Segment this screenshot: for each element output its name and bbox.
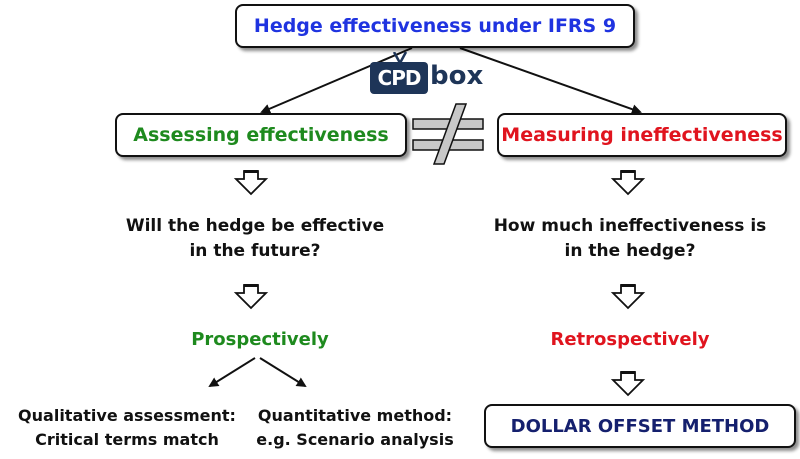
left-question: Will the hedge be effective in the futur… — [110, 214, 400, 264]
retrospectively-label: Retrospectively — [550, 329, 710, 350]
down-arrow-icon — [610, 284, 646, 310]
down-arrow-icon — [233, 284, 269, 310]
left-question-line1: Will the hedge be effective — [125, 216, 385, 236]
assessing-effectiveness-box: Assessing effectiveness — [115, 113, 407, 157]
down-arrow-icon — [610, 371, 646, 397]
measuring-ineffectiveness-label: Measuring ineffectiveness — [501, 124, 783, 146]
connector-to-qualitative — [208, 357, 256, 388]
qualitative-line1: Qualitative assessment: — [18, 406, 236, 425]
qualitative-assessment: Qualitative assessment: Critical terms m… — [2, 404, 252, 452]
right-question: How much ineffectiveness is in the hedge… — [485, 214, 775, 264]
quantitative-line2: e.g. Scenario analysis — [256, 430, 454, 449]
right-question-line2: in the hedge? — [564, 241, 696, 261]
logo-cpd-text: CPD — [370, 62, 428, 94]
qualitative-line2: Critical terms match — [35, 430, 219, 449]
cpdbox-logo: CPD box — [370, 52, 483, 102]
connector-title-to-measuring — [459, 47, 642, 115]
quantitative-line1: Quantitative method: — [257, 406, 453, 425]
title-box: Hedge effectiveness under IFRS 9 — [235, 4, 635, 48]
quantitative-method: Quantitative method: e.g. Scenario analy… — [250, 404, 460, 452]
down-arrow-icon — [233, 170, 269, 196]
prospectively-label: Prospectively — [191, 329, 329, 350]
left-question-line2: in the future? — [189, 241, 321, 261]
measuring-ineffectiveness-box: Measuring ineffectiveness — [497, 113, 787, 157]
connector-to-quantitative — [259, 357, 307, 388]
down-arrow-icon — [610, 170, 646, 196]
connector-title-to-assessing — [260, 47, 413, 114]
logo-antenna-icon — [392, 52, 408, 64]
right-question-line1: How much ineffectiveness is — [493, 216, 767, 236]
assessing-effectiveness-label: Assessing effectiveness — [133, 124, 389, 146]
diagram-title: Hedge effectiveness under IFRS 9 — [253, 15, 617, 37]
not-equal-icon — [412, 103, 484, 165]
logo-box-text: box — [430, 61, 484, 91]
dollar-offset-method-label: DOLLAR OFFSET METHOD — [510, 415, 770, 437]
dollar-offset-method-box: DOLLAR OFFSET METHOD — [484, 404, 796, 448]
